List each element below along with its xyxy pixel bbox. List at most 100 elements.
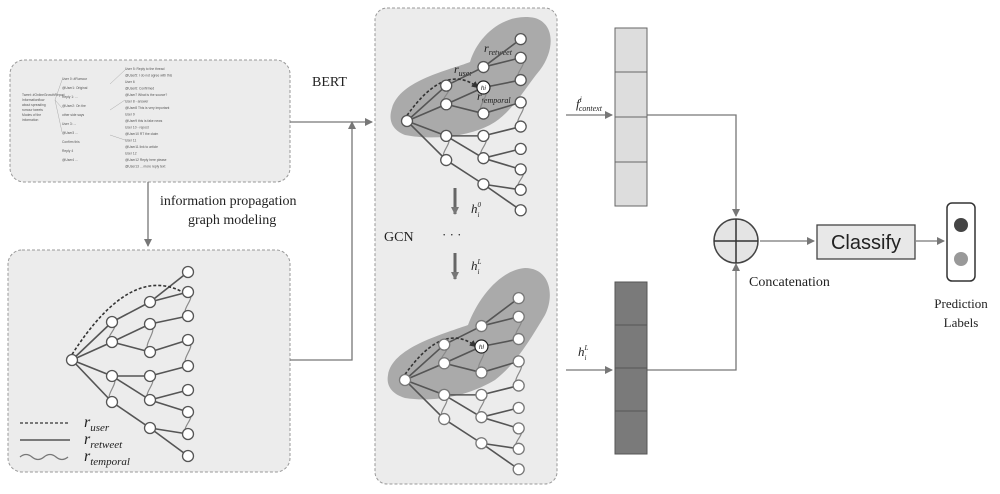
gcn-label: GCN — [384, 230, 414, 245]
bert-label: BERT — [312, 75, 347, 90]
doc-col2-line: @User1: Original — [62, 86, 88, 90]
doc-col3-line: @User5: I do not agree with this — [125, 74, 172, 78]
user-edge — [71, 284, 183, 355]
retweet-edge — [149, 339, 189, 353]
retweet-edge — [480, 297, 520, 327]
graph-node — [440, 129, 453, 143]
retweet-edge — [482, 38, 522, 68]
text-document-content: Tweet: #OnlineGrowthReportInformationflo… — [22, 67, 172, 169]
graph-node — [514, 204, 527, 217]
concatenation-operator — [713, 218, 759, 264]
doc-col3-line: User 9 — [125, 113, 135, 117]
retweet-edge — [483, 56, 521, 68]
doc-col3-line: @User9 this is fake news — [125, 119, 163, 123]
doc-col1-line: information — [22, 118, 38, 122]
doc-col1-line: rumour tweets — [22, 108, 43, 112]
graph-node — [512, 442, 525, 455]
graph-node — [143, 317, 157, 331]
graph-node — [181, 427, 195, 441]
graph-node — [475, 411, 488, 424]
info-prop-label-line2: graph modeling — [188, 213, 276, 228]
graph-node — [398, 373, 412, 387]
graph-node — [143, 345, 157, 359]
graph-node — [438, 357, 451, 370]
retweet-edge — [111, 375, 151, 401]
doc-col1-line: Modes of the — [22, 113, 41, 117]
retweet-edge — [443, 394, 482, 418]
highlight-region-bottom — [387, 268, 550, 400]
graph-node — [105, 369, 119, 383]
doc-col3-line: User 11 — [125, 139, 136, 143]
graph-node — [512, 401, 525, 415]
prediction-labels-box — [946, 202, 976, 282]
graph-node — [475, 437, 488, 450]
doc-col1-line: about spreading — [22, 103, 46, 107]
retweet-edge — [443, 418, 482, 444]
retweet-edge — [149, 389, 189, 401]
classify-label: Classify — [831, 232, 901, 254]
gcn-output-graph: hl — [398, 292, 525, 476]
focus-node-label: hl — [479, 344, 485, 351]
retweet-edge — [446, 103, 484, 115]
retweet-edge — [406, 103, 447, 122]
arrow-h-to-concat — [646, 263, 740, 371]
arrow-graph-to-gcn — [290, 121, 356, 361]
info-prop-label-line1: information propagation — [160, 194, 296, 209]
retweet-edge — [406, 85, 447, 122]
retweet-edge — [445, 135, 484, 159]
edge-legend: ruser rretweet rtemporal — [19, 414, 130, 468]
doc-col3-line: @User11 link to article — [125, 145, 158, 149]
retweet-edge — [149, 427, 189, 457]
retweet-edge — [483, 148, 521, 159]
graph-node — [143, 295, 157, 309]
graph-node — [181, 265, 195, 279]
retweet-edge — [481, 360, 519, 374]
graph-node — [514, 96, 527, 109]
doc-col2-line: Confirm this — [62, 140, 80, 144]
doc-col3-line: User 8 - answer — [125, 100, 149, 104]
graph-node — [400, 114, 414, 128]
arrow-context-to-concat — [646, 114, 740, 217]
gcn-feature-vector — [614, 281, 648, 455]
gcn-input-graph: hi — [400, 33, 527, 217]
retweet-edge — [149, 427, 189, 435]
graph-node — [181, 285, 195, 299]
retweet-edge — [404, 362, 445, 381]
doc-connector — [54, 79, 63, 101]
graph-node — [440, 79, 453, 92]
propagation-graph-panel — [7, 249, 291, 473]
legend-user-text: ruser — [84, 414, 110, 434]
doc-connector — [109, 99, 126, 111]
retweet-edge — [111, 301, 151, 323]
doc-col2-line: User 0: #Rumour — [62, 77, 88, 81]
graph-node — [477, 129, 490, 143]
graph-node — [475, 319, 488, 333]
graph-node — [512, 310, 525, 323]
graph-node — [105, 395, 119, 409]
retweet-edge — [481, 442, 519, 450]
retweet-edge — [483, 183, 521, 191]
doc-col2-line: @User3 ... — [62, 131, 78, 135]
retweet-edge — [480, 442, 520, 470]
doc-col2-line: User 3: ... — [62, 122, 76, 126]
retweet-edge — [111, 341, 151, 353]
legend-temporal-text: rtemporal — [84, 448, 130, 468]
doc-connector — [109, 69, 126, 85]
doc-col3-line: @User12 Reply here please — [125, 158, 167, 162]
graph-node — [181, 359, 195, 373]
graph-node — [181, 405, 195, 419]
retweet-edge — [481, 407, 519, 418]
retweet-edge — [482, 183, 522, 211]
legend-retweet-text: rretweet — [84, 431, 123, 451]
concatenation-label: Concatenation — [749, 275, 830, 290]
retweet-edge — [445, 159, 484, 185]
classify-box — [816, 224, 916, 260]
retweet-edge — [483, 101, 521, 115]
doc-connector — [54, 99, 63, 109]
graph-node — [477, 60, 490, 74]
graph-node — [514, 183, 527, 196]
graph-node — [512, 355, 525, 368]
retweet-edge — [404, 344, 445, 381]
doc-col3-line: @User8 This is very important — [125, 106, 169, 110]
